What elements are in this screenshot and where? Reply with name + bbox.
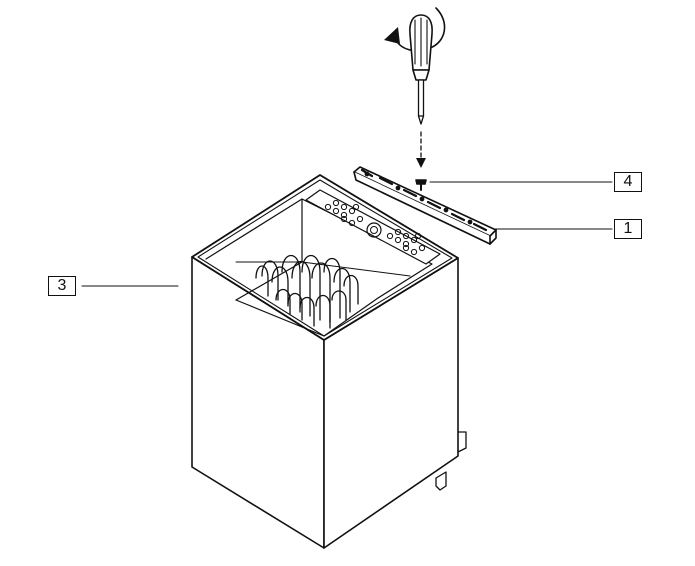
screwdriver <box>384 7 446 168</box>
callout-label-1: 1 <box>614 219 642 239</box>
screw <box>415 179 427 191</box>
heater-left-face <box>191 256 325 549</box>
side-connector <box>435 431 467 491</box>
sauna-heater-body <box>191 174 467 549</box>
screwdriver-shaft <box>417 79 425 117</box>
heater-right-face <box>323 257 459 549</box>
rotation-arrow-head <box>384 27 400 44</box>
mounting-bracket <box>353 166 497 245</box>
callout-label-4: 4 <box>614 172 642 192</box>
control-panel <box>305 189 441 265</box>
heating-elements <box>255 254 359 329</box>
motion-arrow-head <box>416 158 426 168</box>
callout-label-3: 3 <box>48 276 76 296</box>
